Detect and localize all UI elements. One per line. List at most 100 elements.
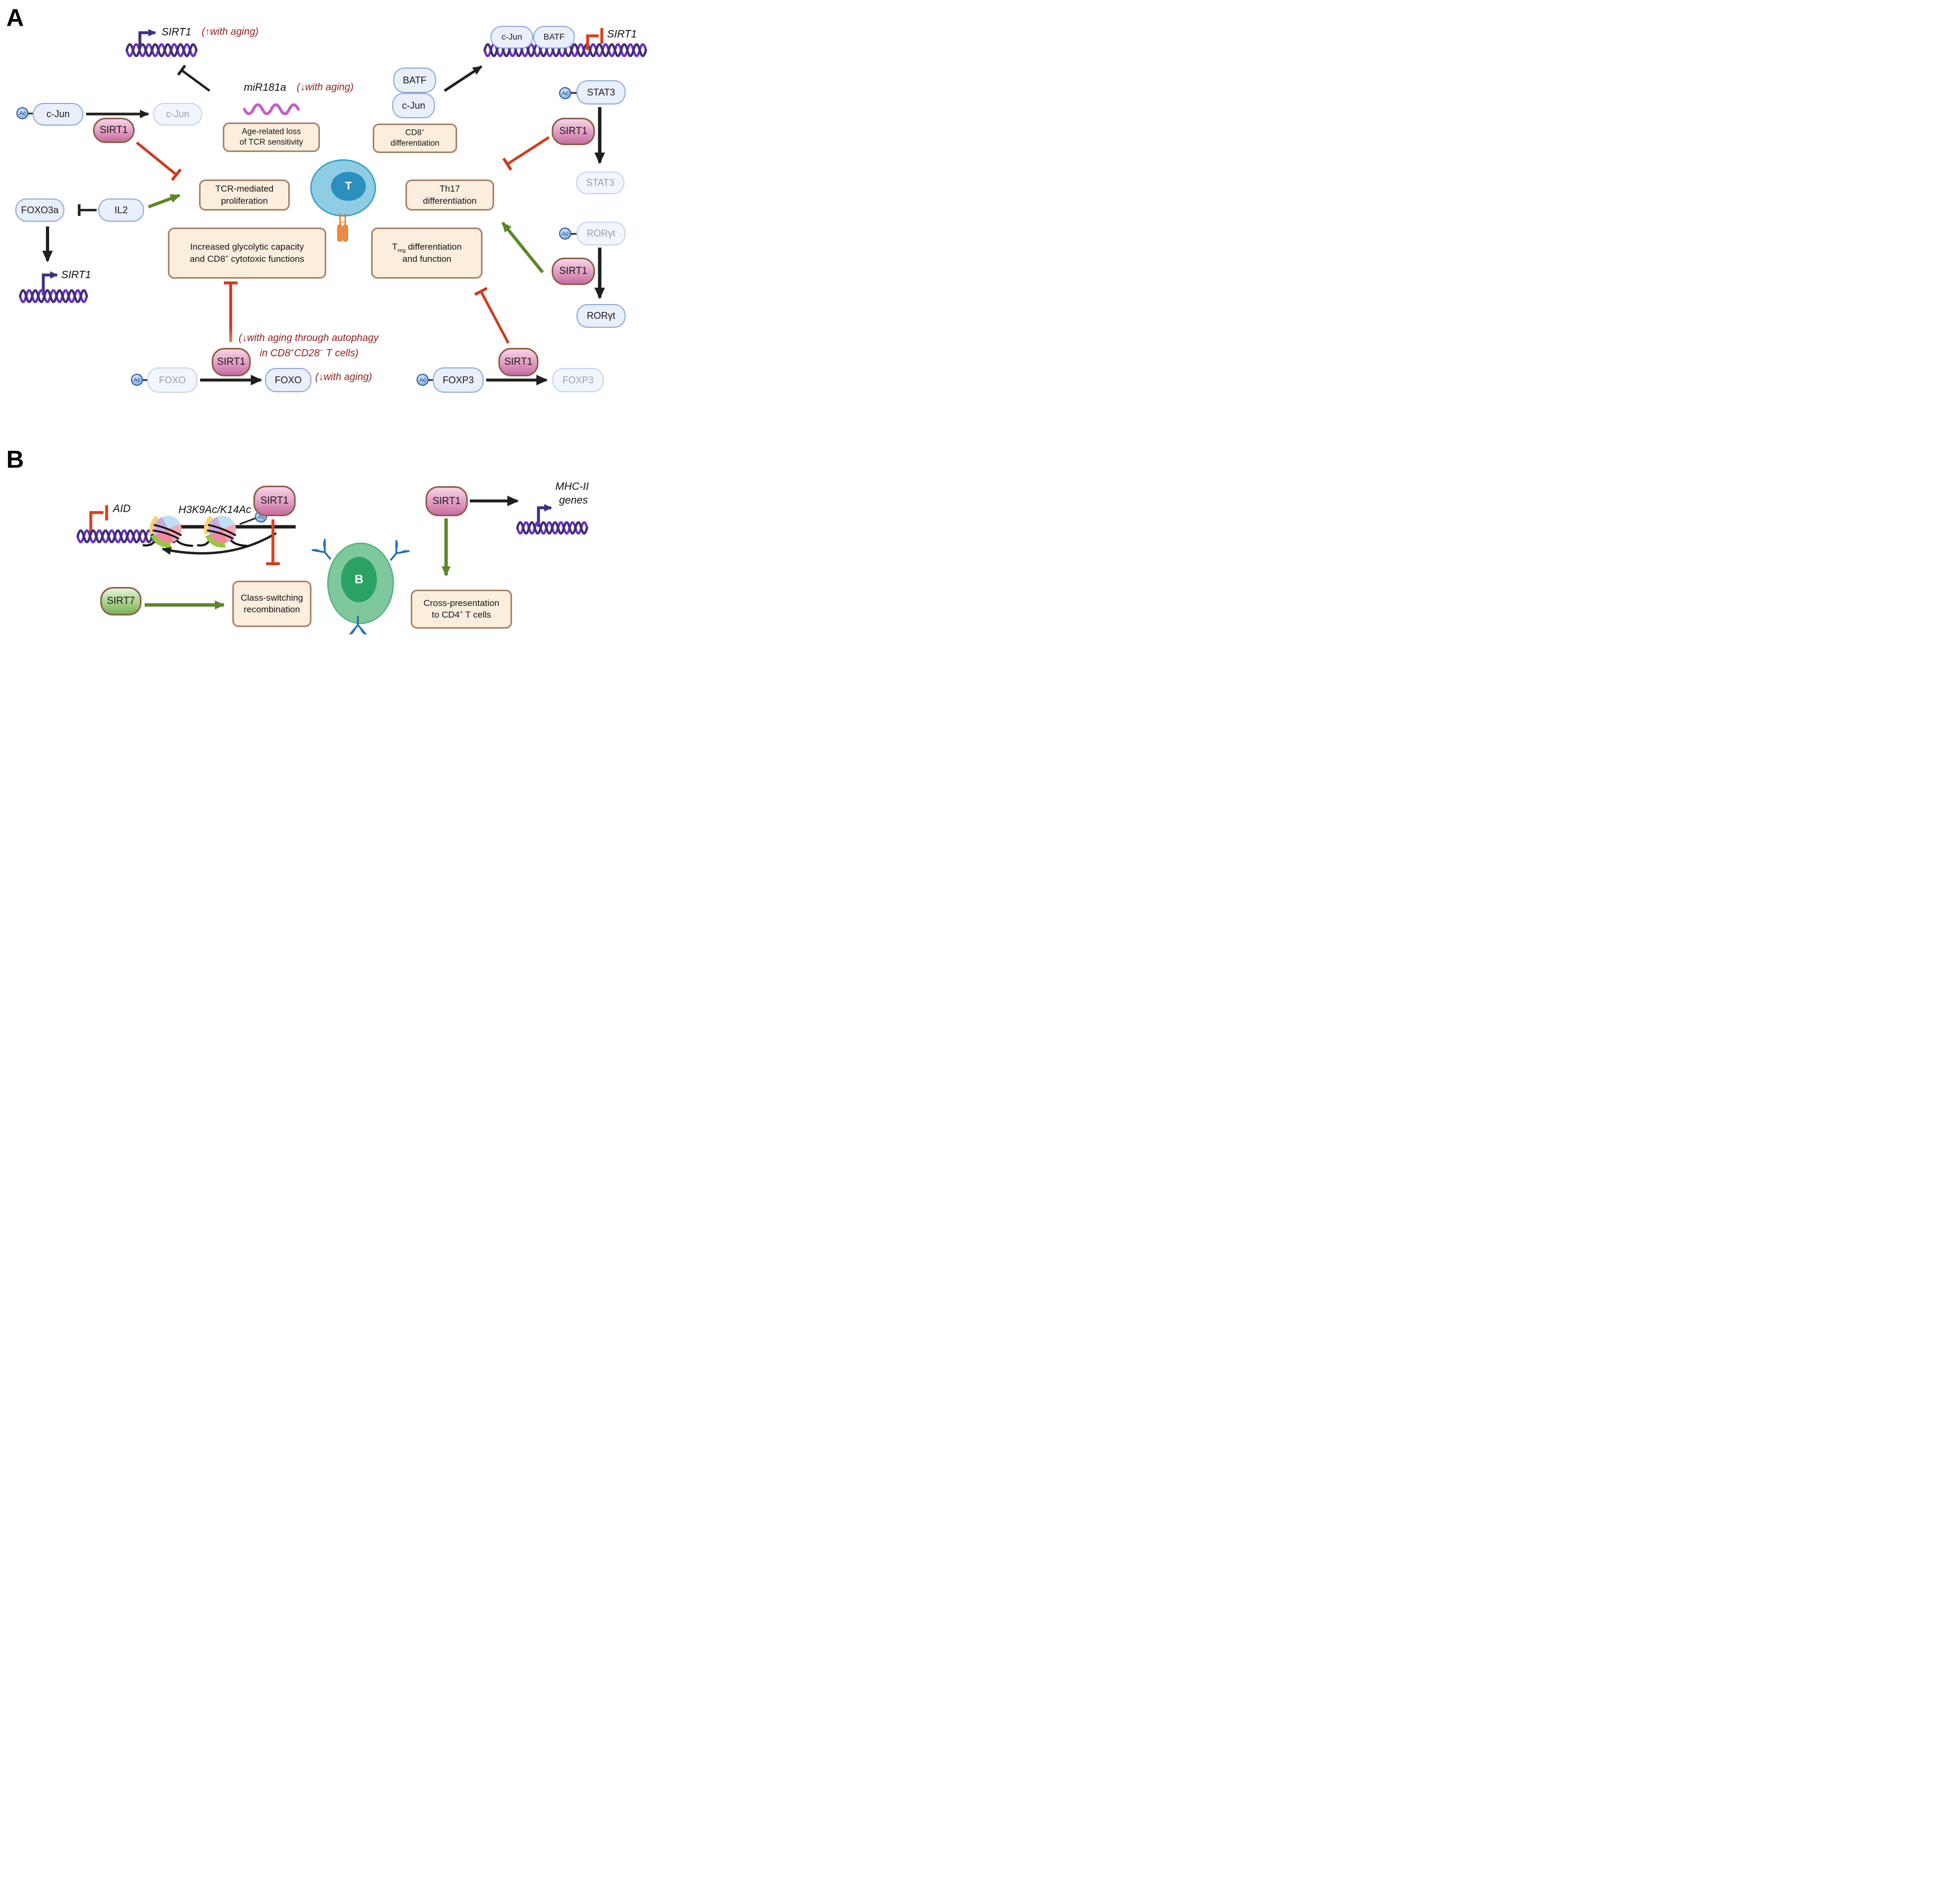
acetyl-badge: Ac bbox=[417, 374, 429, 386]
cjun-label: c-Jun bbox=[402, 100, 425, 111]
mir181a-label: miR181a bbox=[244, 82, 287, 93]
acetyl-badge: Ac bbox=[131, 374, 143, 386]
cd8-box-line2: differentiation bbox=[390, 139, 440, 148]
sirt1-pill-foxo: SIRT1 bbox=[212, 348, 251, 376]
sirt1-label: SIRT1 bbox=[217, 356, 245, 367]
stat3-acetylated-pill: STAT3 bbox=[576, 80, 626, 105]
roryt-acetylated-pill: RORγt bbox=[576, 222, 626, 245]
glyc-box-line2: and CD8+ cytotoxic functions bbox=[190, 253, 305, 265]
inhibit-line-mir181a bbox=[177, 64, 211, 92]
cross-presentation-box: Cross-presentation to CD4+ T cells bbox=[411, 590, 512, 629]
autophagy-text3: T cells) bbox=[323, 348, 358, 359]
tcr-proliferation-box: TCR-mediated proliferation bbox=[199, 179, 290, 211]
ac-connector bbox=[27, 92, 578, 381]
b-cell-nucleus bbox=[341, 557, 377, 602]
sirt1-pill-roryt: SIRT1 bbox=[552, 258, 595, 285]
ac-connector bbox=[239, 517, 257, 525]
glycolytic-box: Increased glycolytic capacity and CD8+ c… bbox=[168, 228, 326, 279]
mhc-label-line2: genes bbox=[559, 495, 588, 506]
acetyl-badge: Ac bbox=[559, 87, 571, 99]
cjun-deacetylated-pill: c-Jun bbox=[153, 103, 202, 126]
il2-pill: IL2 bbox=[98, 198, 144, 222]
foxo-note: (↓with aging) bbox=[315, 372, 372, 383]
batf-label: BATF bbox=[403, 74, 427, 86]
batf-pill: BATF bbox=[393, 68, 436, 93]
promoter-arrow bbox=[138, 29, 156, 48]
roryt-deacetylated-pill: RORγt bbox=[576, 304, 626, 328]
cjun-on-dna-pill: c-Jun bbox=[490, 26, 533, 49]
dna-strand bbox=[18, 289, 88, 304]
cjun-label: c-Jun bbox=[46, 109, 70, 119]
age-related-box: Age-related loss of TCR sensitivity bbox=[223, 122, 320, 152]
sirt1-pill-stat3: SIRT1 bbox=[552, 118, 595, 145]
inhibit-aid bbox=[89, 505, 108, 535]
sirt1-gene-right-label: SIRT1 bbox=[607, 29, 637, 40]
panel-a-label: A bbox=[6, 4, 24, 31]
ac-label: Ac bbox=[134, 376, 140, 383]
arrow-batf-gene bbox=[443, 65, 483, 92]
sirt1-label: SIRT1 bbox=[432, 495, 461, 507]
cross-box-text: to CD4 bbox=[431, 610, 460, 620]
mirna-wave bbox=[243, 103, 300, 116]
dna-strand bbox=[125, 43, 198, 58]
b-cell-letter: B bbox=[354, 572, 364, 586]
sirt1-label: SIRT1 bbox=[504, 356, 533, 367]
foxo-deacetylated-pill: FOXO bbox=[265, 368, 311, 392]
cjun-label: c-Jun bbox=[501, 32, 523, 42]
foxo-acetylated-pill: FOXO bbox=[147, 367, 197, 393]
cross-box-line1: Cross-presentation bbox=[423, 598, 499, 608]
age-box-line2: of TCR sensitivity bbox=[239, 138, 304, 147]
autophagy-text2: CD28 bbox=[294, 348, 320, 359]
treg-box-sub: reg bbox=[397, 247, 406, 254]
foxp3-label: FOXP3 bbox=[442, 374, 474, 385]
glyc-box-text2: cytotoxic functions bbox=[228, 253, 305, 264]
stat3-deacetylated-pill: STAT3 bbox=[576, 172, 625, 194]
promoter-arrow bbox=[537, 504, 552, 527]
autophagy-note-line2: in CD8+CD28− T cells) bbox=[260, 347, 358, 359]
acetyl-badge: Ac bbox=[559, 228, 571, 240]
inhibit-sirt1-th17 bbox=[502, 136, 550, 171]
cd8-box-text: CD8 bbox=[405, 128, 422, 137]
class-switching-box: Class-switching recombination bbox=[232, 581, 311, 627]
sirt1-label: SIRT1 bbox=[99, 125, 128, 136]
sirt1-pill-histone: SIRT1 bbox=[253, 486, 296, 516]
age-box-line1: Age-related loss bbox=[241, 127, 301, 136]
stat3-label: STAT3 bbox=[586, 177, 614, 188]
foxp3-deacetylated-pill: FOXP3 bbox=[552, 368, 604, 392]
t-cell-letter: T bbox=[345, 180, 352, 192]
cd8-box-sup: + bbox=[421, 127, 425, 134]
glyc-box-text: and CD8 bbox=[190, 253, 225, 264]
arrow-il2-tcr bbox=[147, 194, 181, 209]
figure-canvas: A B SIRT1 (↑with aging) miR181a (↓with a… bbox=[0, 0, 649, 634]
csr-box-line1: Class-switching bbox=[240, 592, 304, 603]
batf-label: BATF bbox=[543, 32, 565, 42]
foxo3a-label: FOXO3a bbox=[21, 204, 59, 215]
sirt1-pill-foxp3: SIRT1 bbox=[498, 348, 538, 376]
arrow-sirt1-th17 bbox=[501, 222, 544, 273]
cjun-label: c-Jun bbox=[166, 109, 190, 119]
dna-strand bbox=[516, 521, 589, 535]
ac-label: Ac bbox=[562, 90, 569, 97]
cjun-acetylated-pill: c-Jun bbox=[33, 103, 83, 126]
treg-box-line1: Treg differentiation bbox=[392, 241, 461, 253]
ac-label: Ac bbox=[419, 376, 426, 383]
glyc-box-line1: Increased glycolytic capacity bbox=[190, 242, 304, 252]
cjun-pill-stack: c-Jun bbox=[392, 93, 435, 118]
acetyl-badge: Ac bbox=[16, 107, 29, 119]
batf-on-dna-pill: BATF bbox=[533, 26, 575, 49]
sirt7-label: SIRT7 bbox=[107, 595, 135, 607]
antibody-top-left bbox=[311, 538, 337, 565]
sirt1-gene-top-note: (↑with aging) bbox=[202, 26, 259, 37]
mir181a-note: (↓with aging) bbox=[297, 82, 354, 93]
treg-box-line2: and function bbox=[402, 253, 451, 264]
treg-box-text: T bbox=[392, 242, 398, 252]
arrow-acetyl-transfer bbox=[162, 532, 277, 555]
inhibit-gene-sirt1 bbox=[586, 28, 603, 50]
tcr-box-line2: proliferation bbox=[221, 195, 268, 206]
cross-box-sup: + bbox=[459, 609, 463, 616]
ac-label: Ac bbox=[19, 110, 26, 117]
foxo-label: FOXO bbox=[158, 374, 186, 385]
inhibit-sirt1-tcr bbox=[136, 141, 182, 181]
sirt1-gene-left-label: SIRT1 bbox=[61, 269, 91, 281]
foxp3-acetylated-pill: FOXP3 bbox=[433, 367, 484, 393]
